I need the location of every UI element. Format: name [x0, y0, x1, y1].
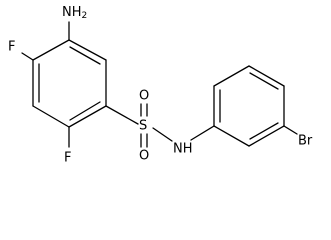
bromo-label: Br [298, 134, 313, 149]
bond-ring1-double-2 [69, 101, 101, 121]
bond-c-f-top [21, 52, 34, 61]
oxygen-top-label: O [139, 89, 149, 104]
bond-ring1-c [68, 105, 107, 128]
bond-ring2-b [213, 65, 250, 87]
left-benzene-ring [32, 39, 107, 128]
bond-ring1-f [32, 39, 70, 61]
bond-ring2-e [248, 125, 285, 147]
sulfur-label: S [139, 119, 147, 134]
bond-ring1-double-1 [69, 46, 101, 65]
right-benzene-ring [213, 65, 285, 147]
bond-ring2-double-2 [249, 72, 279, 90]
sulfonamide-nh-label: NH [173, 142, 193, 157]
bond-ring2-f [213, 125, 250, 147]
bond-ring2-c [248, 65, 285, 87]
bond-c-br [283, 125, 298, 135]
bond-s-n [152, 127, 173, 142]
fluoro-bottom-label: F [64, 151, 71, 166]
bond-n-c [190, 125, 215, 141]
bond-ring2-double-3 [249, 122, 279, 140]
oxygen-bottom-label: O [139, 149, 149, 164]
bond-ring1-a [68, 39, 107, 61]
amine-subscript: 2 [82, 11, 88, 21]
fluoro-top-label: F [8, 40, 15, 55]
amine-label-text: NH [62, 5, 82, 20]
chemical-structure-diagram: NH2 F F S O O NH Br [8, 5, 313, 166]
bond-c-s [105, 105, 139, 125]
bond-ring1-d [32, 105, 70, 128]
amine-label: NH2 [62, 5, 87, 21]
